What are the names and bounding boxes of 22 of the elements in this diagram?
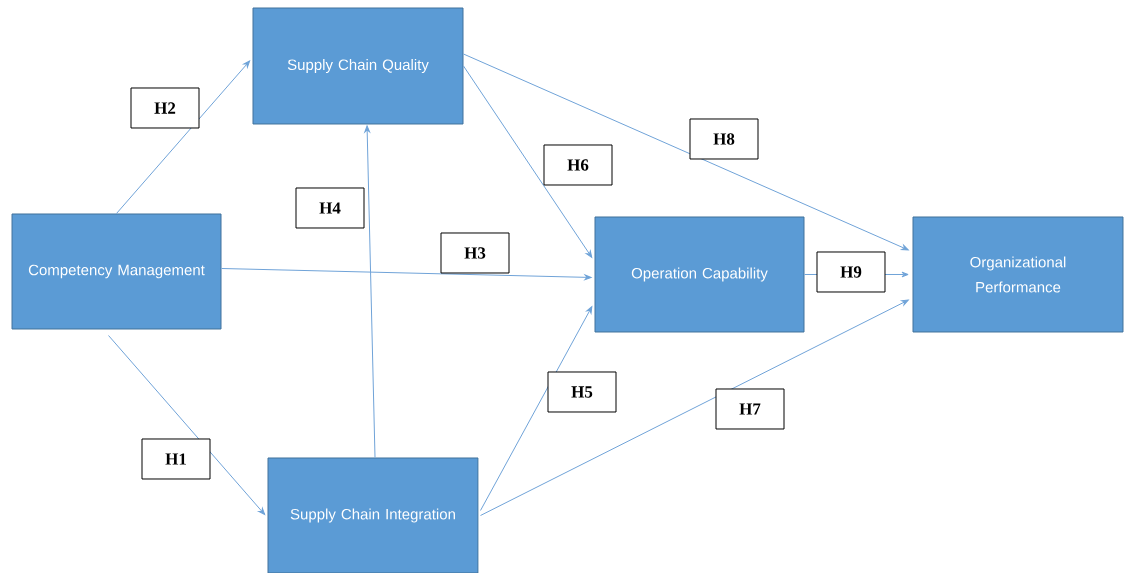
edge-label: H3 — [440, 232, 510, 274]
arrow — [116, 60, 251, 214]
edge-label: H9 — [816, 251, 886, 293]
edge-label: H6 — [543, 144, 613, 186]
arrow — [108, 335, 266, 515]
arrow — [463, 53, 909, 251]
arrow — [221, 268, 592, 281]
edge-label: H4 — [295, 187, 365, 229]
edge-label: H8 — [689, 118, 759, 160]
edge-label: H2 — [130, 87, 200, 129]
arrow — [364, 125, 376, 458]
arrow — [463, 65, 593, 258]
process-box: Supply Chain Integration — [267, 457, 479, 573]
process-box: Supply Chain Quality — [252, 7, 464, 125]
arrow — [480, 299, 909, 516]
arrow — [480, 306, 593, 511]
edge-label: H7 — [715, 388, 785, 430]
edge-label: H5 — [547, 371, 617, 413]
process-box: Organizational Performance — [912, 216, 1124, 333]
edge-label: H1 — [141, 438, 211, 480]
process-box: Operation Capability — [594, 216, 805, 333]
process-box: Competency Management — [11, 213, 222, 330]
